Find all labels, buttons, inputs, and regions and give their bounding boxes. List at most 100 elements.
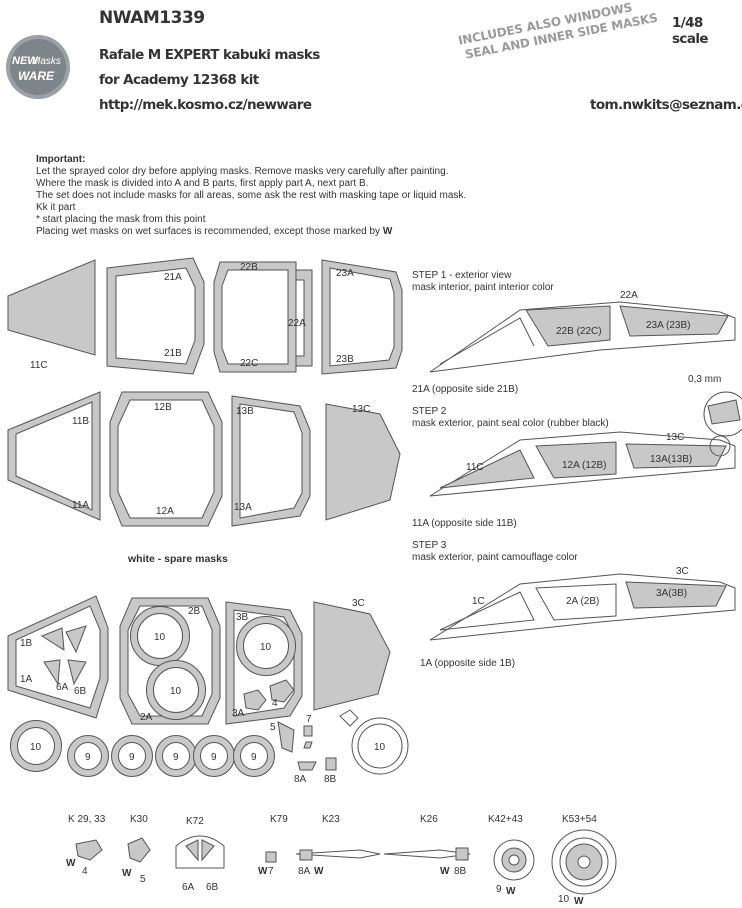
svg-text:1B: 1B bbox=[20, 638, 33, 649]
svg-text:13C: 13C bbox=[666, 432, 684, 443]
svg-text:1A (opposite side 1B): 1A (opposite side 1B) bbox=[420, 658, 515, 669]
svg-text:10: 10 bbox=[374, 742, 386, 753]
svg-text:W: W bbox=[258, 866, 268, 877]
mask-4b bbox=[243, 689, 267, 711]
svg-text:21B: 21B bbox=[164, 348, 182, 359]
instruction-line: Let the sprayed color dry before applyin… bbox=[36, 166, 449, 177]
svg-text:10: 10 bbox=[170, 686, 182, 697]
svg-text:W: W bbox=[506, 886, 516, 897]
svg-text:3B: 3B bbox=[236, 612, 249, 623]
svg-text:1C: 1C bbox=[472, 596, 485, 607]
kit-name: for Academy 12368 kit bbox=[99, 72, 259, 88]
ring-9-b bbox=[111, 735, 153, 777]
svg-text:10: 10 bbox=[260, 642, 272, 653]
ring-10-d bbox=[10, 720, 62, 772]
svg-text:8B: 8B bbox=[324, 774, 337, 785]
instruction-line: Where the mask is divided into A and B p… bbox=[36, 178, 369, 189]
brand-logo: NEW Masks WARE bbox=[4, 33, 72, 101]
svg-text:23B: 23B bbox=[336, 354, 354, 365]
svg-text:9: 9 bbox=[85, 752, 91, 763]
svg-text:1A: 1A bbox=[20, 674, 33, 685]
mask-7b bbox=[303, 741, 313, 749]
svg-text:22B: 22B bbox=[240, 262, 258, 273]
svg-text:K23: K23 bbox=[322, 814, 340, 825]
svg-text:21A (opposite side 21B): 21A (opposite side 21B) bbox=[412, 384, 518, 395]
mask-3C bbox=[313, 601, 391, 711]
svg-text:10: 10 bbox=[30, 742, 42, 753]
svg-text:6A: 6A bbox=[56, 682, 69, 693]
svg-text:WARE: WARE bbox=[18, 69, 55, 83]
svg-text:STEP 1 - exterior view: STEP 1 - exterior view bbox=[412, 270, 512, 281]
svg-text:12B: 12B bbox=[154, 402, 172, 413]
svg-text:23A: 23A bbox=[336, 268, 354, 279]
svg-text:W: W bbox=[122, 868, 132, 879]
svg-text:8A: 8A bbox=[294, 774, 307, 785]
svg-text:white - spare masks: white - spare masks bbox=[127, 553, 228, 565]
mask-11B bbox=[7, 391, 101, 521]
svg-text:9: 9 bbox=[211, 752, 217, 763]
ring-9-e bbox=[233, 735, 275, 777]
svg-text:11B: 11B bbox=[72, 416, 89, 427]
svg-text:3A(3B): 3A(3B) bbox=[656, 588, 687, 599]
svg-text:K30: K30 bbox=[130, 814, 148, 825]
svg-text:9: 9 bbox=[251, 752, 257, 763]
svg-text:5: 5 bbox=[140, 874, 146, 885]
mask-13B bbox=[231, 395, 311, 527]
svg-text:7: 7 bbox=[268, 866, 274, 877]
instructions-block: Important: Let the sprayed color dry bef… bbox=[36, 154, 506, 238]
svg-text:9: 9 bbox=[173, 752, 179, 763]
svg-text:6B: 6B bbox=[74, 686, 87, 697]
svg-text:13A(13B): 13A(13B) bbox=[650, 454, 692, 465]
svg-text:3C: 3C bbox=[676, 566, 689, 577]
instruction-line: The set does not include masks for all a… bbox=[36, 190, 467, 201]
svg-text:22C: 22C bbox=[240, 358, 258, 369]
svg-text:13B: 13B bbox=[236, 406, 254, 417]
svg-text:K53+54: K53+54 bbox=[562, 814, 597, 825]
svg-text:W: W bbox=[440, 866, 450, 877]
svg-text:mask interior, paint interior: mask interior, paint interior color bbox=[412, 282, 554, 293]
svg-text:K42+43: K42+43 bbox=[488, 814, 523, 825]
svg-text:13C: 13C bbox=[352, 404, 370, 415]
mask-12B bbox=[109, 391, 223, 527]
svg-text:11C: 11C bbox=[30, 360, 48, 371]
svg-text:2A: 2A bbox=[140, 712, 153, 723]
instruction-line: Kk it part bbox=[36, 202, 76, 213]
mask-13C bbox=[325, 403, 401, 521]
canopy-step3-diagram: 1C 2A (2B) 3A(3B) 3C bbox=[429, 566, 736, 641]
svg-text:22A: 22A bbox=[620, 290, 638, 301]
kit-parts-row: K 29, 33 K30 K72 K79 K23 K26 K42+43 K53+… bbox=[66, 814, 617, 907]
instruction-line: Placing wet masks on wet surfaces is rec… bbox=[36, 226, 393, 237]
instruction-line: * start placing the mask from this point bbox=[36, 214, 206, 225]
svg-text:K79: K79 bbox=[270, 814, 288, 825]
scale-label: 1/48 scale bbox=[672, 15, 709, 47]
svg-text:13A: 13A bbox=[234, 502, 252, 513]
mask-6B-left bbox=[65, 625, 87, 654]
svg-text:K 29, 33: K 29, 33 bbox=[68, 814, 106, 825]
svg-text:10: 10 bbox=[558, 894, 570, 905]
mask-23A bbox=[321, 259, 403, 375]
svg-text:22B (22C): 22B (22C) bbox=[556, 326, 602, 337]
mask-22B bbox=[213, 261, 297, 373]
wet-symbol-icon: W bbox=[382, 226, 393, 237]
svg-text:9: 9 bbox=[496, 884, 502, 895]
svg-text:6A: 6A bbox=[182, 882, 195, 893]
svg-text:K72: K72 bbox=[186, 816, 204, 827]
svg-text:W: W bbox=[574, 896, 584, 907]
svg-text:W: W bbox=[314, 866, 324, 877]
svg-text:4: 4 bbox=[272, 698, 278, 709]
svg-text:8B: 8B bbox=[454, 866, 467, 877]
svg-text:11C: 11C bbox=[466, 462, 484, 473]
mask-4 bbox=[269, 679, 295, 703]
svg-text:22A: 22A bbox=[288, 318, 306, 329]
svg-text:4: 4 bbox=[82, 866, 88, 877]
svg-text:9: 9 bbox=[129, 752, 135, 763]
svg-text:2B: 2B bbox=[188, 606, 201, 617]
svg-text:W: W bbox=[66, 858, 76, 869]
svg-text:12A: 12A bbox=[156, 506, 174, 517]
mask-2A bbox=[119, 597, 221, 725]
mask-1B bbox=[7, 595, 109, 719]
svg-text:2A (2B): 2A (2B) bbox=[566, 596, 599, 607]
mask-6A bbox=[43, 659, 61, 686]
mask-8A bbox=[297, 761, 317, 771]
